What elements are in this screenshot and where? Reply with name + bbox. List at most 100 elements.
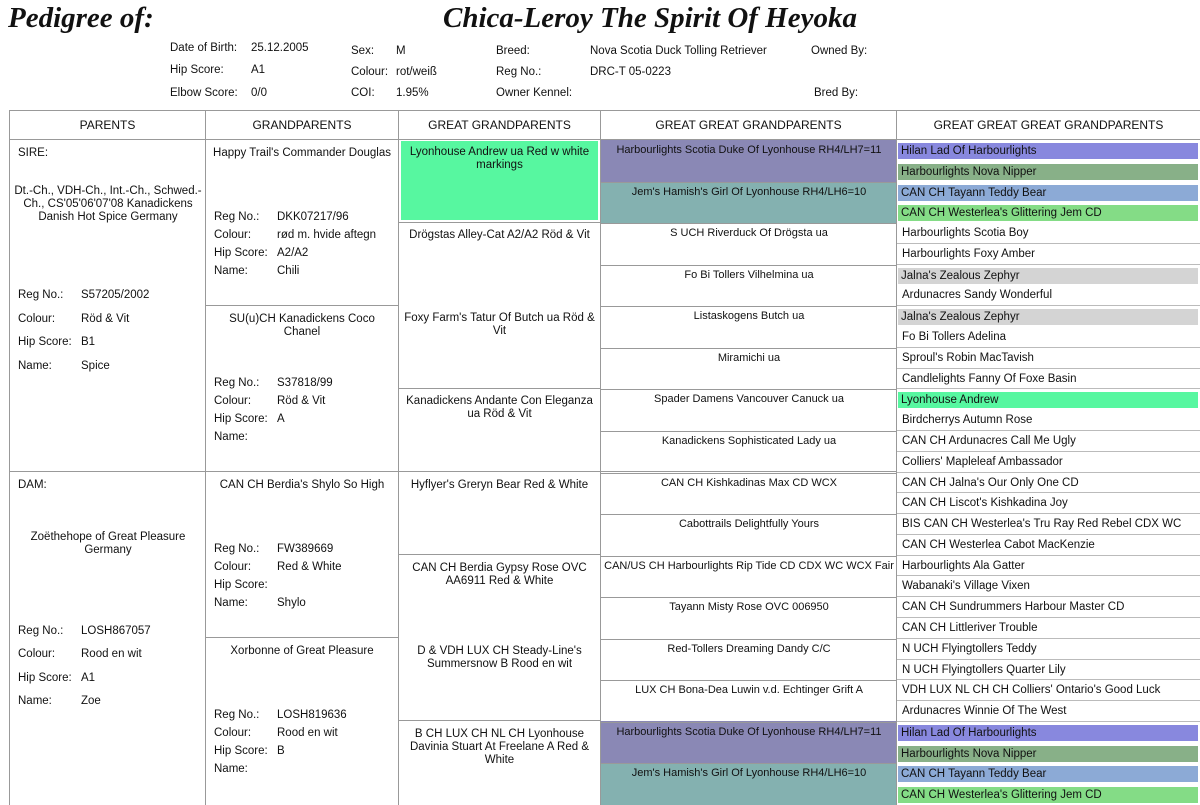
pedigree-label: Pedigree of: bbox=[8, 2, 154, 34]
grandparent-1-call-value: Chili bbox=[277, 265, 300, 277]
elbow-value: 0/0 bbox=[251, 87, 267, 99]
ggg-grandparent-29: Hilan Lad Of Harbourlights bbox=[898, 724, 1198, 741]
sire-role-label: SIRE: bbox=[18, 147, 49, 159]
sex-value: M bbox=[396, 45, 406, 57]
ggg-grandparent-19: BIS CAN CH Westerlea's Tru Ray Red Rebel… bbox=[902, 518, 1182, 530]
highlight-gg-sire-1 bbox=[601, 140, 897, 182]
grandparent-3-name: CAN CH Berdia's Shylo So High bbox=[219, 479, 385, 491]
coi-label: COI: bbox=[351, 87, 375, 99]
grandparent-2-colour-value: Röd & Vit bbox=[277, 395, 326, 407]
col-header-parents: PARENTS bbox=[79, 118, 136, 132]
grandparent-2-hip-value: A bbox=[277, 413, 285, 425]
ggg-grandparent-23: CAN CH Sundrummers Harbour Master CD bbox=[902, 601, 1125, 613]
grandparent-4-colour-label: Colour: bbox=[214, 727, 252, 739]
bred-by-label: Bred By: bbox=[814, 87, 859, 99]
owner-kennel-label: Owner Kennel: bbox=[496, 87, 573, 99]
sire-call-value: Spice bbox=[81, 360, 110, 372]
ggg-grandparent-3: CAN CH Tayann Teddy Bear bbox=[898, 184, 1198, 201]
ggp-4: Kanadickens Andante Con Eleganza ua Röd … bbox=[406, 395, 593, 420]
gg-grandparent-3: S UCH Riverduck Of Drögsta ua bbox=[670, 227, 828, 240]
breed-label: Breed: bbox=[496, 45, 530, 57]
colour-label: Colour: bbox=[351, 66, 389, 78]
grandparent-1-reg-value: DKK07217/96 bbox=[277, 211, 349, 223]
gg-grandparent-14: LUX CH Bona-Dea Luwin v.d. Echtinger Gri… bbox=[635, 684, 863, 697]
dam-colour-value: Rood en wit bbox=[81, 648, 142, 660]
sire-name: Dt.-Ch., VDH-Ch., Int.-Ch., Schwed.-Ch.,… bbox=[14, 185, 202, 223]
ggg-grandparent-12: Candlelights Fanny Of Foxe Basin bbox=[902, 373, 1077, 385]
ggp-2: Drögstas Alley-Cat A2/A2 Röd & Vit bbox=[409, 229, 590, 241]
dam-hip-value: A1 bbox=[81, 672, 96, 684]
ggg-grandparent-1: Hilan Lad Of Harbourlights bbox=[898, 142, 1198, 159]
grandparent-3-hip-label: Hip Score: bbox=[214, 579, 268, 591]
grandparent-3-reg-value: FW389669 bbox=[277, 543, 334, 555]
highlight-gg-sire-2 bbox=[601, 182, 897, 223]
ggg-grandparent-8: Ardunacres Sandy Wonderful bbox=[902, 289, 1053, 301]
grandparent-3-call-value: Shylo bbox=[277, 597, 306, 609]
grandparent-3-call-label: Name: bbox=[214, 597, 248, 609]
ggp-6: CAN CH Berdia Gypsy Rose OVC AA6911 Red … bbox=[412, 562, 587, 587]
ggg-grandparent-13: Lyonhouse Andrew bbox=[898, 391, 1198, 408]
dob-value: 25.12.2005 bbox=[251, 42, 309, 54]
ggg-grandparent-27: VDH LUX NL CH CH Colliers' Ontario's Goo… bbox=[902, 684, 1161, 696]
dam-call-value: Zoe bbox=[81, 695, 101, 707]
grandparent-4-reg-label: Reg No.: bbox=[214, 709, 260, 721]
grandparent-1-name: Happy Trail's Commander Douglas bbox=[213, 147, 391, 159]
grandparent-2-name: SU(u)CH Kanadickens Coco Chanel bbox=[229, 313, 375, 338]
grandparent-3-colour-value: Red & White bbox=[277, 561, 342, 573]
ggg-grandparent-22: Wabanaki's Village Vixen bbox=[902, 580, 1030, 592]
gg-grandparent-7: Spader Damens Vancouver Canuck ua bbox=[654, 393, 844, 406]
col-header-ggg-grandparents: GREAT GREAT GREAT GRANDPARENTS bbox=[933, 118, 1164, 132]
coi-value: 1.95% bbox=[396, 87, 429, 99]
ggg-grandparent-24: CAN CH Littleriver Trouble bbox=[902, 622, 1038, 634]
gg-grandparent-8: Kanadickens Sophisticated Lady ua bbox=[661, 434, 837, 447]
grandparent-2-colour-label: Colour: bbox=[214, 395, 252, 407]
highlight-gg-dam-16 bbox=[601, 763, 897, 805]
grandparent-1-hip-value: A2/A2 bbox=[277, 247, 309, 259]
gg-grandparent-4: Fo Bi Tollers Vilhelmina ua bbox=[684, 268, 814, 281]
gg-grandparent-13: Red-Tollers Dreaming Dandy C/C bbox=[667, 642, 831, 655]
ggg-grandparent-26: N UCH Flyingtollers Quarter Lily bbox=[902, 664, 1066, 676]
dam-colour-label: Colour: bbox=[18, 648, 56, 660]
dam-hip-label: Hip Score: bbox=[18, 672, 72, 684]
gg-grandparent-10: Cabottrails Delightfully Yours bbox=[678, 518, 820, 531]
gg-grandparent-11: CAN/US CH Harbourlights Rip Tide CD CDX … bbox=[604, 559, 894, 572]
sire-colour-value: Röd & Vit bbox=[81, 313, 130, 325]
ggg-grandparent-15: CAN CH Ardunacres Call Me Ugly bbox=[902, 435, 1076, 447]
ggg-grandparent-7: Jalna's Zealous Zephyr bbox=[898, 267, 1198, 284]
ggg-grandparent-31: CAN CH Tayann Teddy Bear bbox=[898, 765, 1198, 782]
grandparent-2-call-label: Name: bbox=[214, 431, 248, 443]
reg-value: DRC-T 05-0223 bbox=[590, 66, 671, 78]
ggp-5: Hyflyer's Greryn Bear Red & White bbox=[410, 479, 589, 491]
grandparent-4-reg-value: LOSH819636 bbox=[277, 709, 347, 721]
reg-label: Reg No.: bbox=[496, 66, 542, 78]
grandparent-3-reg-label: Reg No.: bbox=[214, 543, 260, 555]
sex-label: Sex: bbox=[351, 45, 375, 57]
hip-label: Hip Score: bbox=[170, 64, 224, 76]
owned-by-label: Owned By: bbox=[811, 45, 868, 57]
ggg-grandparent-28: Ardunacres Winnie Of The West bbox=[902, 705, 1067, 717]
ggg-grandparent-21: Harbourlights Ala Gatter bbox=[902, 560, 1025, 572]
gg-grandparent-1: Harbourlights Scotia Duke Of Lyonhouse R… bbox=[616, 144, 882, 156]
ggg-grandparent-18: CAN CH Liscot's Kishkadina Joy bbox=[902, 497, 1068, 509]
dam-reg-value: LOSH867057 bbox=[81, 625, 151, 637]
ggg-grandparent-5: Harbourlights Scotia Boy bbox=[902, 227, 1029, 239]
ggg-grandparent-10: Fo Bi Tollers Adelina bbox=[902, 331, 1006, 343]
ggg-grandparent-32: CAN CH Westerlea's Glittering Jem CD bbox=[898, 786, 1198, 803]
gg-grandparent-6: Miramichi ua bbox=[717, 351, 781, 364]
dam-reg-label: Reg No.: bbox=[18, 625, 64, 637]
grandparent-4-call-label: Name: bbox=[214, 763, 248, 775]
ggg-grandparent-6: Harbourlights Foxy Amber bbox=[902, 248, 1035, 260]
ggg-grandparent-2: Harbourlights Nova Nipper bbox=[898, 163, 1198, 180]
ggg-grandparent-11: Sproul's Robin MacTavish bbox=[902, 352, 1034, 364]
ggp-8: B CH LUX CH NL CH Lyonhouse Davinia Stua… bbox=[410, 728, 589, 766]
grandparent-2-reg-label: Reg No.: bbox=[214, 377, 260, 389]
grandparent-4-hip-label: Hip Score: bbox=[214, 745, 268, 757]
col-header-grandparents: GRANDPARENTS bbox=[252, 118, 352, 132]
breed-value: Nova Scotia Duck Tolling Retriever bbox=[590, 45, 767, 57]
gg-grandparent-2: Jem's Hamish's Girl Of Lyonhouse RH4/LH6… bbox=[631, 185, 867, 198]
grandparent-4-colour-value: Rood en wit bbox=[277, 727, 338, 739]
sire-colour-label: Colour: bbox=[18, 313, 56, 325]
ggp-7: D & VDH LUX CH Steady-Line's Summersnow … bbox=[417, 645, 582, 670]
sire-hip-label: Hip Score: bbox=[18, 336, 72, 348]
grandparent-4-name: Xorbonne of Great Pleasure bbox=[230, 645, 374, 657]
